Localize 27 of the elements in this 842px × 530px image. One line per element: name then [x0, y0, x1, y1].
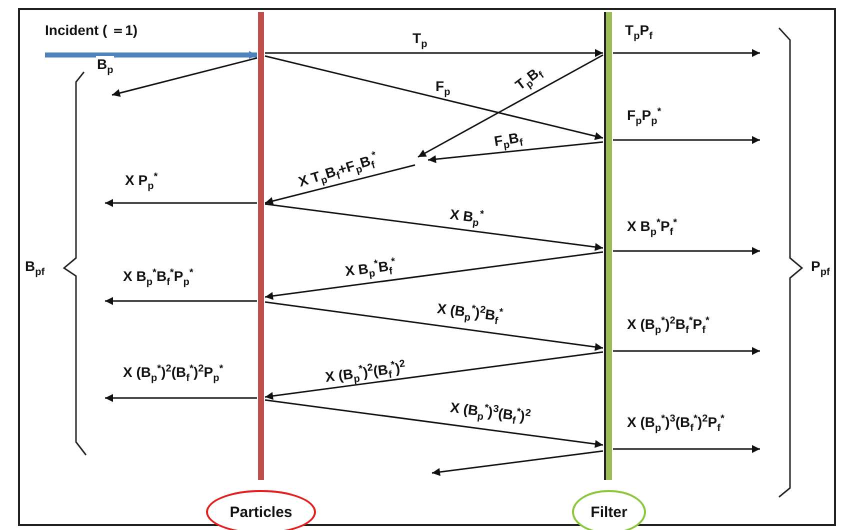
arrow	[105, 199, 257, 207]
arrow	[613, 445, 760, 453]
arrow	[264, 164, 416, 205]
edge-label: X (B$_{p}$$^{*}$)$^{2}$(B$_{f}$$^{*}$)$^{2}$	[322, 359, 407, 385]
plane-name: Filter	[590, 504, 628, 520]
plane-name: Particles	[230, 504, 292, 520]
plane-bar	[258, 12, 264, 480]
arrow	[264, 251, 604, 300]
arrow	[613, 49, 760, 57]
arrow	[613, 347, 760, 355]
arrow	[264, 351, 604, 400]
arrow	[418, 54, 604, 158]
arrow	[613, 136, 760, 144]
arrow	[264, 399, 604, 448]
arrow	[105, 394, 257, 402]
arrow	[264, 301, 604, 351]
edge-label: Incident ( ＝1)	[44, 22, 139, 38]
arrow	[264, 55, 604, 140]
arrow	[45, 51, 257, 59]
arrow	[432, 450, 604, 476]
arrow	[428, 141, 604, 164]
arrow	[265, 49, 603, 57]
arrow	[613, 247, 760, 255]
arrow	[105, 297, 257, 305]
arrow	[112, 57, 258, 97]
plane-bar	[604, 12, 612, 480]
arrow	[264, 203, 604, 251]
